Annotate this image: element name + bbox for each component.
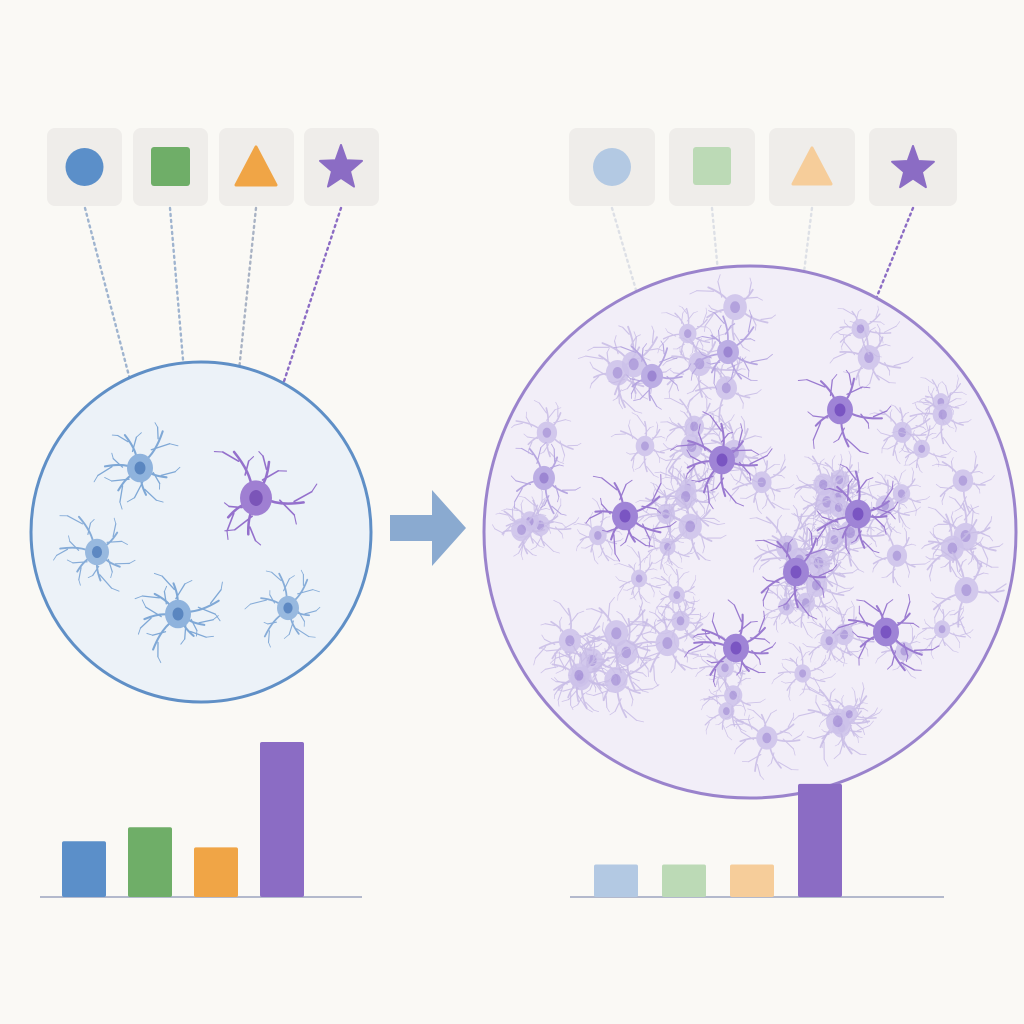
- neuron: [583, 639, 660, 723]
- left-bar-chart: [40, 742, 362, 898]
- neuron: [869, 404, 937, 464]
- neuron: [540, 637, 612, 713]
- bar-star: [260, 742, 304, 897]
- triangle-icon: [234, 145, 278, 187]
- neuron: [579, 596, 661, 682]
- neuron: [613, 545, 668, 604]
- neuron: [610, 412, 678, 478]
- left-network: [29, 360, 373, 704]
- neuron: [627, 611, 710, 687]
- bar-star: [798, 783, 842, 897]
- neuron: [613, 340, 692, 410]
- connector-line: [610, 206, 638, 292]
- right-square-feature-card: [669, 128, 755, 206]
- neuron: [93, 422, 181, 510]
- neuron: [510, 442, 581, 516]
- neuron: [904, 381, 972, 452]
- neuron: [670, 411, 773, 510]
- neuron: [725, 708, 804, 780]
- triangle-icon: [791, 146, 833, 186]
- neuron: [794, 453, 861, 521]
- bar-triangle: [194, 847, 238, 897]
- neuron: [701, 664, 766, 732]
- neuron: [755, 528, 838, 620]
- left-triangle-feature-card: [219, 128, 294, 206]
- right-neurons: [492, 274, 1007, 780]
- star-icon: [319, 144, 363, 188]
- circle-icon: [593, 148, 631, 186]
- neuron: [511, 400, 582, 464]
- left-neurons: [53, 422, 321, 664]
- neuron: [690, 309, 773, 390]
- neuron: [818, 687, 883, 738]
- bar-square: [128, 827, 172, 897]
- neuron: [771, 642, 836, 701]
- square-icon: [693, 147, 731, 185]
- right-arrow-icon: [390, 490, 466, 566]
- right-network-boundary: [482, 264, 1018, 800]
- neuron: [492, 496, 555, 557]
- neuron: [134, 572, 223, 664]
- neuron: [921, 504, 986, 582]
- left-circle-feature-card: [47, 128, 122, 206]
- neuron: [870, 525, 931, 587]
- circle-icon: [65, 148, 104, 186]
- neuron: [931, 450, 995, 515]
- right-bar-chart: [570, 783, 944, 898]
- neuron: [585, 474, 677, 562]
- left-feature-cards: [47, 128, 379, 206]
- neuron: [684, 599, 777, 688]
- left-star-feature-card: [304, 128, 379, 206]
- connector-line: [710, 206, 720, 274]
- neuron: [213, 450, 318, 546]
- left-square-feature-card: [133, 128, 208, 206]
- neuron: [829, 305, 901, 358]
- neuron: [930, 548, 1007, 639]
- bar-square: [662, 864, 706, 897]
- square-icon: [151, 147, 190, 186]
- bar-triangle: [730, 864, 774, 897]
- neuron: [650, 563, 700, 628]
- connector-line: [836, 206, 915, 394]
- neuron: [53, 515, 136, 592]
- star-icon: [891, 145, 935, 189]
- neuron: [832, 594, 940, 672]
- right-star-feature-card: [869, 128, 957, 206]
- neuron: [816, 463, 899, 555]
- right-triangle-feature-card: [769, 128, 855, 206]
- connector-line: [802, 206, 814, 274]
- left-network-boundary: [29, 360, 373, 704]
- bar-circle: [594, 864, 638, 897]
- neuron: [802, 614, 863, 667]
- right-connectors: [610, 206, 915, 394]
- right-circle-feature-card: [569, 128, 655, 206]
- right-feature-cards: [569, 128, 957, 206]
- neuron: [915, 600, 974, 659]
- neuron: [244, 569, 321, 648]
- bar-circle: [62, 841, 106, 897]
- right-network: [482, 264, 1018, 800]
- neuron: [891, 414, 952, 473]
- neuron: [797, 369, 892, 455]
- neuron: [643, 493, 727, 565]
